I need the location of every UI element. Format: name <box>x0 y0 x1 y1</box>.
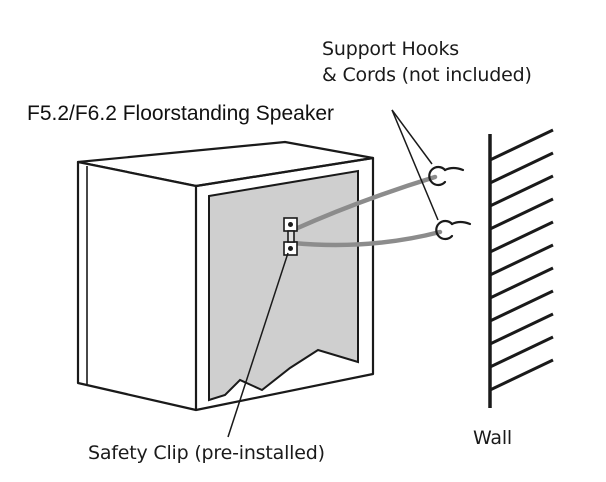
upper-cord <box>290 174 438 233</box>
safety-clip-middle <box>287 230 295 243</box>
leader-hooks-upper <box>391 109 433 165</box>
diagram-title: F5.2/F6.2 Floorstanding Speaker <box>27 102 335 125</box>
speaker-cabinet <box>76 140 375 412</box>
leader-lines <box>227 109 439 438</box>
support-hook-lower <box>435 219 472 241</box>
support-hooks-label-line2: & Cords (not included) <box>322 64 532 86</box>
support-cords <box>290 174 443 248</box>
leader-safety-clip <box>227 252 289 438</box>
cabinet-rear-edge <box>195 156 375 412</box>
speaker-back-panel <box>208 169 359 402</box>
wall-hatching <box>489 128 554 392</box>
safety-clip <box>283 217 298 256</box>
lower-cord <box>290 229 443 248</box>
wall <box>488 128 554 408</box>
cabinet-front-face <box>76 160 198 412</box>
support-hook-upper <box>428 165 465 187</box>
leader-hooks-lower <box>391 109 439 221</box>
safety-clip-label: Safety Clip (pre-installed) <box>88 442 325 464</box>
support-hooks-label-line1: Support Hooks <box>322 38 459 60</box>
wall-label: Wall <box>473 427 512 449</box>
